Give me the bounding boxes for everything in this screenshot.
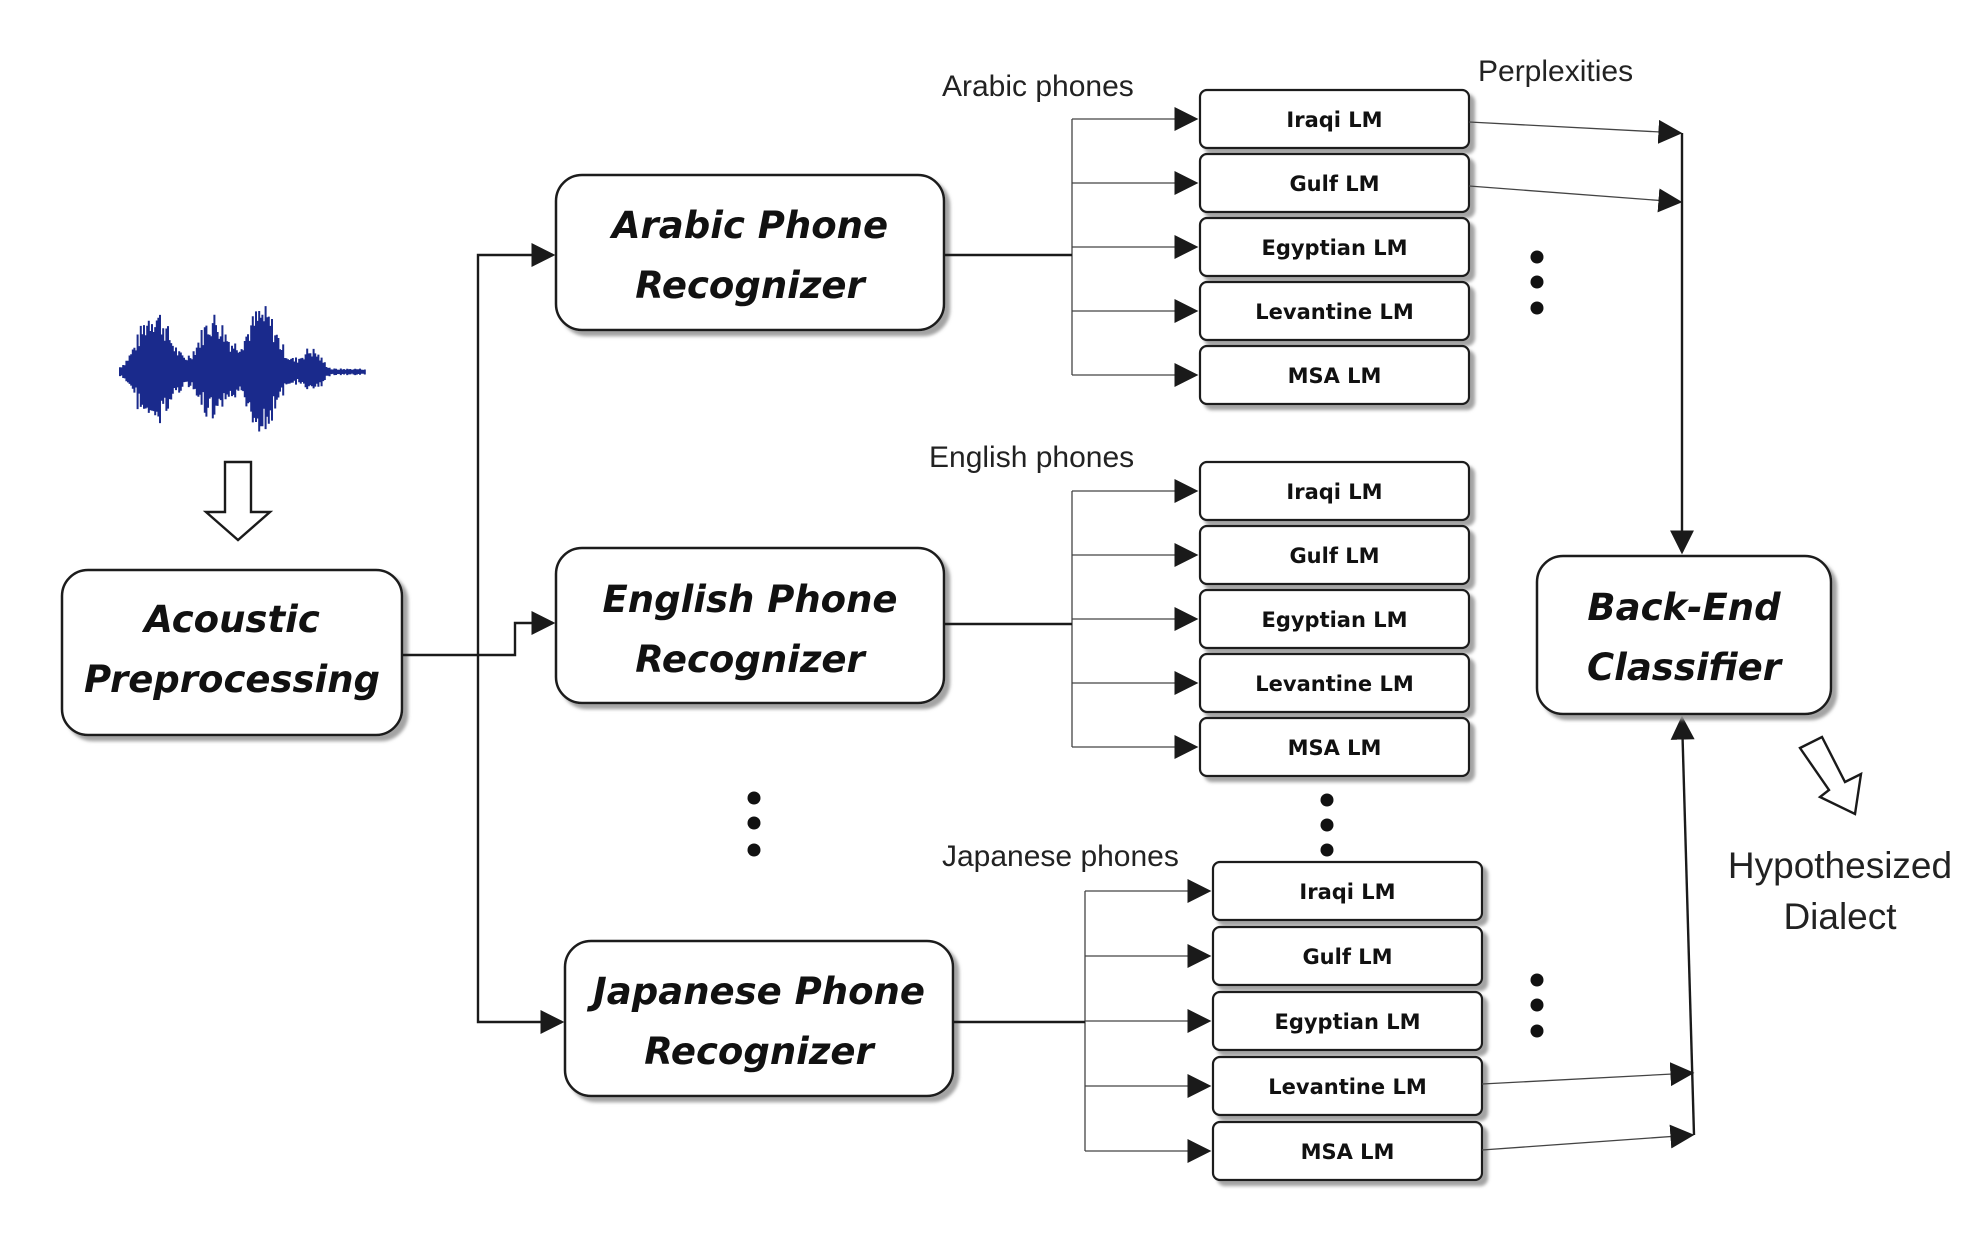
preprocessing-line2: Preprocessing: [84, 658, 380, 701]
recognizer-english-line2: Recognizer: [635, 638, 867, 681]
lm-box-2-2[interactable]: Egyptian LM: [1211, 990, 1484, 1052]
lm-label: Levantine LM: [1268, 1075, 1426, 1099]
recognizers-ellipsis: [747, 791, 761, 857]
lm-box-0-2[interactable]: Egyptian LM: [1198, 216, 1471, 278]
hollow-down-arrow-icon: [202, 460, 274, 542]
lm-box-1-3[interactable]: Levantine LM: [1198, 652, 1471, 714]
lm-label: MSA LM: [1301, 1140, 1395, 1164]
lm-box-0-0[interactable]: Iraqi LM: [1198, 88, 1471, 150]
lm-box-2-1[interactable]: Gulf LM: [1211, 925, 1484, 987]
lm-group-english: Iraqi LM Gulf LM Egyptian LM Levantine LM MS…: [944, 460, 1471, 778]
classifier-input-lines: [1670, 133, 1696, 1136]
lm-label: Levantine LM: [1255, 300, 1413, 324]
perplexity-ellipsis-bottom: [1530, 973, 1544, 1038]
classifier-box[interactable]: Back-End Classifier: [1535, 554, 1833, 716]
perplexities-label: Perplexities: [1478, 55, 1633, 88]
recognizer-english[interactable]: English Phone Recognizer: [554, 546, 946, 705]
lm-label: Gulf LM: [1289, 544, 1379, 568]
output-line1: Hypothesized: [1728, 845, 1952, 886]
audio-waveform-icon: [119, 306, 366, 432]
recognizer-japanese[interactable]: Japanese Phone Recognizer: [563, 939, 955, 1098]
lm-box-1-2[interactable]: Egyptian LM: [1198, 588, 1471, 650]
classifier-line2: Classifier: [1587, 646, 1784, 689]
lm-box-2-0[interactable]: Iraqi LM: [1211, 860, 1484, 922]
lm-label: Gulf LM: [1302, 945, 1392, 969]
lm-label: MSA LM: [1288, 736, 1382, 760]
recognizer-japanese-line2: Recognizer: [644, 1030, 876, 1073]
output-line2: Dialect: [1783, 896, 1897, 937]
lm-box-2-3[interactable]: Levantine LM: [1211, 1055, 1484, 1117]
classifier-line1: Back-End: [1587, 586, 1781, 629]
recognizer-arabic-line1: Arabic Phone: [609, 204, 888, 247]
lm-box-0-1[interactable]: Gulf LM: [1198, 152, 1471, 214]
phones-label-japanese: Japanese phones: [942, 840, 1179, 873]
preprocessing-box[interactable]: Acoustic Preprocessing: [60, 568, 404, 737]
recognizer-japanese-line1: Japanese Phone: [586, 970, 925, 1013]
lm-groups-ellipsis: [1320, 793, 1334, 857]
lm-label: Iraqi LM: [1299, 880, 1395, 904]
preprocessing-line1: Acoustic: [141, 598, 320, 641]
perplexity-ellipsis-top: [1530, 250, 1544, 315]
lm-box-2-4[interactable]: MSA LM: [1211, 1120, 1484, 1182]
lm-label: Egyptian LM: [1261, 236, 1407, 260]
lm-label: Egyptian LM: [1261, 608, 1407, 632]
lm-box-0-3[interactable]: Levantine LM: [1198, 280, 1471, 342]
lm-group-japanese: Iraqi LM Gulf LM Egyptian LM Levantine LM MS…: [953, 860, 1484, 1182]
perplexity-arrows: [1468, 119, 1695, 1151]
lm-label: Iraqi LM: [1286, 480, 1382, 504]
preprocessing-connectors: [402, 243, 565, 1034]
recognizer-english-line1: English Phone: [602, 578, 897, 621]
lm-label: Egyptian LM: [1274, 1010, 1420, 1034]
lm-box-1-4[interactable]: MSA LM: [1198, 716, 1471, 778]
phones-label-arabic: Arabic phones: [942, 70, 1134, 103]
recognizer-arabic[interactable]: Arabic Phone Recognizer: [554, 173, 946, 332]
lm-group-arabic: Iraqi LM Gulf LM Egyptian LM Levantine LM MS…: [944, 88, 1471, 406]
lm-label: MSA LM: [1288, 364, 1382, 388]
lm-box-1-0[interactable]: Iraqi LM: [1198, 460, 1471, 522]
lm-label: Iraqi LM: [1286, 108, 1382, 132]
recognizer-arabic-line2: Recognizer: [635, 264, 867, 307]
hollow-output-arrow-icon: [1798, 735, 1863, 816]
lm-label: Levantine LM: [1255, 672, 1413, 696]
lm-label: Gulf LM: [1289, 172, 1379, 196]
phones-label-english: English phones: [929, 441, 1134, 474]
lm-box-1-1[interactable]: Gulf LM: [1198, 524, 1471, 586]
lm-box-0-4[interactable]: MSA LM: [1198, 344, 1471, 406]
